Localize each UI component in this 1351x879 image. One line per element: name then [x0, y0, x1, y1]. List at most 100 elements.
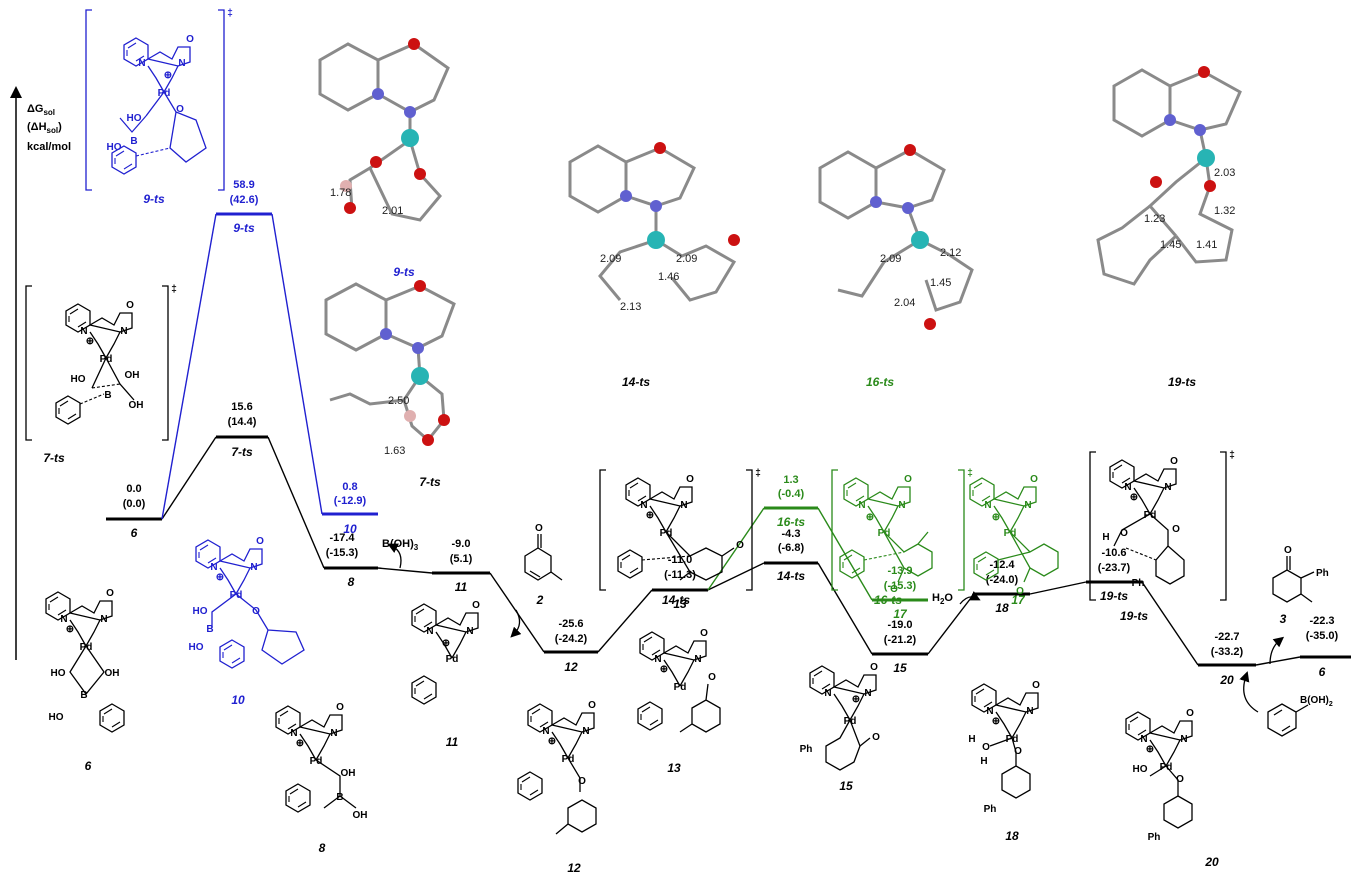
svg-text:14-ts: 14-ts	[622, 375, 650, 389]
svg-text:(-23.7): (-23.7)	[1098, 562, 1131, 574]
svg-text:2.09: 2.09	[676, 253, 697, 265]
level-15: -19.0 (-21.2) 15	[884, 619, 917, 675]
svg-text:-10.6: -10.6	[1101, 547, 1126, 559]
svg-text:‡: ‡	[967, 468, 973, 479]
svg-text:1.45: 1.45	[1160, 239, 1181, 251]
svg-text:⊕: ⊕	[442, 638, 450, 649]
svg-text:N: N	[694, 654, 701, 665]
geometry-14-ts: 2.09 2.09 1.46 2.13 14-ts	[568, 142, 740, 389]
svg-text:B: B	[130, 136, 137, 147]
svg-text:O: O	[982, 742, 990, 753]
level-7-ts: 15.6 (14.4) 7-ts	[228, 401, 257, 459]
svg-text:7-ts: 7-ts	[43, 451, 65, 465]
svg-text:⊕: ⊕	[1130, 492, 1138, 503]
enone-addition: O 2	[510, 523, 563, 638]
svg-text:Ph: Ph	[984, 804, 997, 815]
svg-text:Pd: Pd	[674, 682, 687, 693]
svg-text:⊕: ⊕	[548, 736, 556, 747]
svg-text:O: O	[1186, 708, 1194, 719]
svg-text:N: N	[250, 562, 257, 573]
water-release: H2O	[932, 591, 981, 606]
svg-text:⊕: ⊕	[992, 716, 1000, 727]
svg-text:H: H	[1102, 532, 1109, 543]
svg-text:N: N	[864, 688, 871, 699]
structure-13: Pd ⊕ N N O O 13	[637, 628, 721, 775]
svg-text:19-ts: 19-ts	[1120, 609, 1148, 623]
svg-text:B(OH)3: B(OH)3	[382, 538, 419, 552]
svg-text:O: O	[1170, 456, 1178, 467]
svg-text:Pd: Pd	[1160, 762, 1173, 773]
level-6-end: -22.3 (-35.0) 6	[1306, 615, 1339, 679]
svg-text:O: O	[1030, 474, 1038, 485]
svg-text:H: H	[968, 734, 975, 745]
structure-8: Pd ⊕ N N O OH B OH 8	[276, 702, 368, 855]
level-18: -12.4 (-24.0) 18	[986, 559, 1019, 615]
geometry-7-ts-atoms	[380, 280, 450, 446]
svg-text:16-ts: 16-ts	[866, 375, 894, 389]
svg-text:19-ts: 19-ts	[1100, 589, 1128, 603]
svg-text:OH: OH	[341, 768, 356, 779]
svg-text:O: O	[1172, 524, 1180, 535]
svg-text:N: N	[290, 728, 297, 739]
geometry-16-ts: 2.09 2.12 1.45 2.04 16-ts	[818, 144, 974, 389]
level-labels: 0.0 (0.0) 6 15.6 (14.4) 7-ts 58.9 (42.6)…	[123, 179, 1339, 687]
svg-text:(42.6): (42.6)	[230, 194, 259, 206]
level-14-ts: -4.3 (-6.8) 14-ts	[777, 528, 805, 583]
svg-text:1.32: 1.32	[1214, 205, 1235, 217]
structure-20: Pd ⊕ N N O HO O Ph 20	[1126, 708, 1219, 869]
svg-text:N: N	[654, 654, 661, 665]
svg-text:Pd: Pd	[1144, 510, 1157, 521]
svg-text:B: B	[104, 390, 111, 401]
svg-text:1.23: 1.23	[1144, 213, 1165, 225]
svg-text:14-ts: 14-ts	[777, 569, 805, 583]
svg-text:O: O	[1176, 774, 1184, 785]
svg-text:17: 17	[1011, 593, 1026, 607]
main-pathway-levels	[106, 435, 1351, 667]
level-20: -22.7 (-33.2) 20	[1211, 631, 1244, 687]
svg-text:2: 2	[536, 593, 544, 607]
svg-text:O: O	[700, 628, 708, 639]
svg-text:18: 18	[995, 601, 1009, 615]
svg-text:Pd: Pd	[562, 754, 575, 765]
svg-text:HO: HO	[71, 374, 86, 385]
svg-text:N: N	[984, 500, 991, 511]
geometry-19-ts-atoms	[1150, 66, 1216, 192]
svg-text:N: N	[100, 614, 107, 625]
svg-text:OH: OH	[129, 400, 144, 411]
svg-text:N: N	[1180, 734, 1187, 745]
svg-text:N: N	[426, 626, 433, 637]
geometry-19-ts: 2.03 1.23 1.32 1.45 1.41 19-ts	[1096, 66, 1242, 389]
svg-text:0.8: 0.8	[342, 481, 357, 493]
svg-text:-17.4: -17.4	[329, 532, 355, 544]
svg-text:(-6.8): (-6.8)	[778, 542, 805, 554]
svg-text:6: 6	[85, 759, 92, 773]
svg-text:N: N	[1164, 482, 1171, 493]
svg-text:10: 10	[343, 522, 357, 536]
svg-text:⊕: ⊕	[992, 512, 1000, 523]
level-19-ts: -10.6 (-23.7) 19-ts	[1098, 547, 1131, 603]
svg-text:B: B	[80, 690, 87, 701]
level-6-start: 0.0 (0.0) 6	[123, 483, 146, 540]
svg-text:2.01: 2.01	[382, 205, 403, 217]
svg-text:(-24.2): (-24.2)	[555, 633, 588, 645]
svg-text:2.09: 2.09	[600, 253, 621, 265]
geometry-16-ts-atoms	[870, 144, 936, 330]
svg-text:-4.3: -4.3	[782, 528, 801, 540]
svg-text:O: O	[588, 700, 596, 711]
svg-text:-12.4: -12.4	[989, 559, 1015, 571]
structure-16-ts: Pd ⊕ N N O O ‡ 16-ts	[831, 468, 973, 607]
svg-text:N: N	[1140, 734, 1147, 745]
svg-text:2.12: 2.12	[940, 247, 961, 259]
svg-text:2.03: 2.03	[1214, 167, 1235, 179]
svg-text:19-ts: 19-ts	[1168, 375, 1196, 389]
svg-text:O: O	[890, 584, 898, 595]
svg-text:B: B	[336, 792, 343, 803]
svg-text:9-ts: 9-ts	[393, 265, 415, 279]
svg-text:Pd: Pd	[100, 354, 113, 365]
svg-text:9-ts: 9-ts	[233, 221, 255, 235]
svg-text:16-ts: 16-ts	[777, 515, 805, 529]
svg-text:O: O	[708, 672, 716, 683]
svg-text:9-ts: 9-ts	[143, 192, 165, 206]
svg-text:6: 6	[131, 526, 138, 540]
svg-text:⊕: ⊕	[852, 694, 860, 705]
